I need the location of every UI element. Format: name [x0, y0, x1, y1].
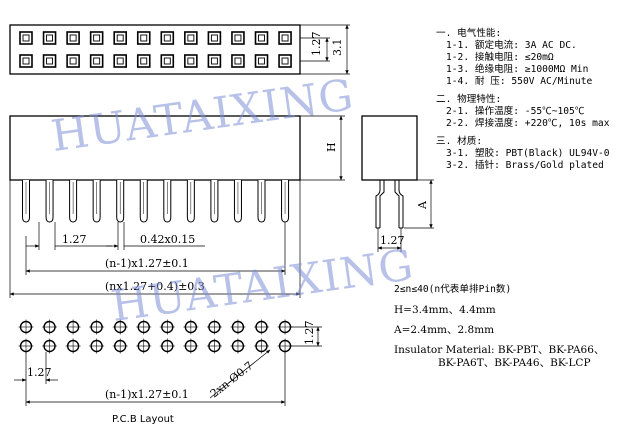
socket-inner — [234, 57, 242, 65]
socket-inner — [281, 57, 289, 65]
dim-pin-size: 0.42x0.15 — [140, 233, 195, 246]
socket-outer — [231, 54, 245, 68]
socket-outer — [184, 31, 198, 45]
socket-inner — [116, 34, 124, 42]
spec-line: 1-3. 绝缘电阻: ≥1000MΩ Min — [446, 64, 589, 75]
spec-line: 1-2. 接触电阻: ≤20mΩ — [446, 52, 554, 63]
top-view-sockets — [19, 31, 292, 68]
spec-line: 2-1. 操作温度: -55℃~105℃ — [446, 106, 585, 117]
socket-outer — [89, 31, 104, 45]
dim-span-pitch: (n-1)x1.27±0.1 — [105, 257, 189, 270]
socket-outer — [66, 31, 80, 45]
spec-line: 3-1. 塑胶: PBT(Black) UL94V-0 — [446, 148, 610, 159]
socket-inner — [93, 57, 101, 65]
socket-outer — [42, 54, 57, 68]
socket-outer — [278, 54, 292, 68]
top-view-housing — [9, 24, 301, 75]
dim-row-pitch: 1.27 — [310, 32, 323, 57]
note-material-1: Insulator Material: BK-PBT、BK-PA66、 — [394, 344, 605, 356]
socket-outer — [89, 54, 104, 68]
socket-inner — [258, 34, 265, 42]
dim-side-pitch: 1.27 — [380, 234, 405, 247]
dim-pcb-row-pitch: 1.27 — [303, 321, 316, 346]
spec-line: 三. 材质: — [436, 136, 483, 147]
socket-inner — [234, 34, 242, 42]
side-view: A 1.27 — [361, 115, 434, 252]
socket-inner — [22, 34, 30, 42]
socket-outer — [160, 54, 175, 68]
socket-outer — [42, 31, 57, 45]
socket-inner — [210, 34, 218, 42]
spec-line: 二. 物理特性: — [436, 94, 502, 105]
spec-line: 3-2. 插针: Brass/Gold plated — [446, 160, 604, 171]
socket-inner — [258, 57, 265, 65]
socket-outer — [207, 31, 222, 45]
spec-line: 一. 电气性能: — [436, 28, 502, 39]
socket-inner — [210, 57, 218, 65]
socket-outer — [19, 31, 33, 45]
socket-inner — [163, 57, 171, 65]
spec-line: 1-1. 额定电流: 3A AC DC. — [446, 40, 577, 51]
socket-outer — [66, 54, 80, 68]
socket-outer — [254, 31, 269, 45]
top-view: 1.27 3.1 — [9, 24, 350, 75]
note-h-values: H=3.4mm、4.4mm — [394, 304, 496, 316]
socket-inner — [22, 57, 30, 65]
dim-pcb-pitch: 1.27 — [27, 366, 52, 379]
socket-outer — [136, 54, 151, 68]
socket-outer — [184, 54, 198, 68]
front-view-housing — [9, 115, 301, 181]
note-n-range: 2≤n≤40(n代表单排Pin数) — [394, 284, 512, 295]
socket-outer — [207, 54, 222, 68]
socket-outer — [254, 54, 269, 68]
front-view: H 1.27 0.42x0.15 (n-1)x1.27±0.1 (nx1.27+… — [9, 115, 345, 298]
socket-inner — [69, 57, 77, 65]
spec-line: 1-4. 耐 压: 550V AC/Minute — [446, 76, 593, 87]
socket-inner — [46, 57, 53, 65]
socket-outer — [231, 31, 245, 45]
socket-inner — [281, 34, 289, 42]
dim-width: 3.1 — [331, 39, 344, 57]
socket-inner — [46, 34, 53, 42]
dim-pcb-span: (n-1)x1.27±0.1 — [105, 388, 189, 401]
dim-hole-diameter: 2xn-Ø0.7 — [208, 359, 256, 400]
socket-outer — [113, 54, 127, 68]
socket-inner — [93, 34, 101, 42]
socket-outer — [113, 31, 127, 45]
socket-inner — [140, 34, 148, 42]
dim-height-h: H — [325, 142, 338, 152]
note-material-2: BK-PA6T、BK-PA46、BK-LCP — [438, 357, 591, 369]
socket-inner — [140, 57, 148, 65]
note-a-values: A=2.4mm、2.8mm — [394, 324, 495, 336]
socket-inner — [187, 57, 195, 65]
dim-pitch: 1.27 — [62, 233, 87, 246]
socket-inner — [69, 34, 77, 42]
spec-line: 2-2. 焊接温度: +220℃, 10s max — [446, 118, 610, 129]
dim-span-total: (nx1.27+0.4)±0.3 — [105, 280, 205, 293]
socket-outer — [160, 31, 175, 45]
socket-inner — [116, 57, 124, 65]
pcb-layout: 1.27 1.27 (n-1)x1.27±0.1 2xn-Ø0.7 P.C.B … — [14, 319, 322, 425]
socket-outer — [19, 54, 33, 68]
socket-inner — [187, 34, 195, 42]
socket-outer — [278, 31, 292, 45]
pcb-layout-label: P.C.B Layout — [112, 414, 174, 425]
pcb-holes — [18, 319, 293, 354]
front-view-pins — [22, 180, 290, 223]
dim-pin-length-a: A — [416, 200, 429, 210]
socket-inner — [163, 34, 171, 42]
socket-outer — [136, 31, 151, 45]
side-view-housing — [361, 115, 418, 181]
